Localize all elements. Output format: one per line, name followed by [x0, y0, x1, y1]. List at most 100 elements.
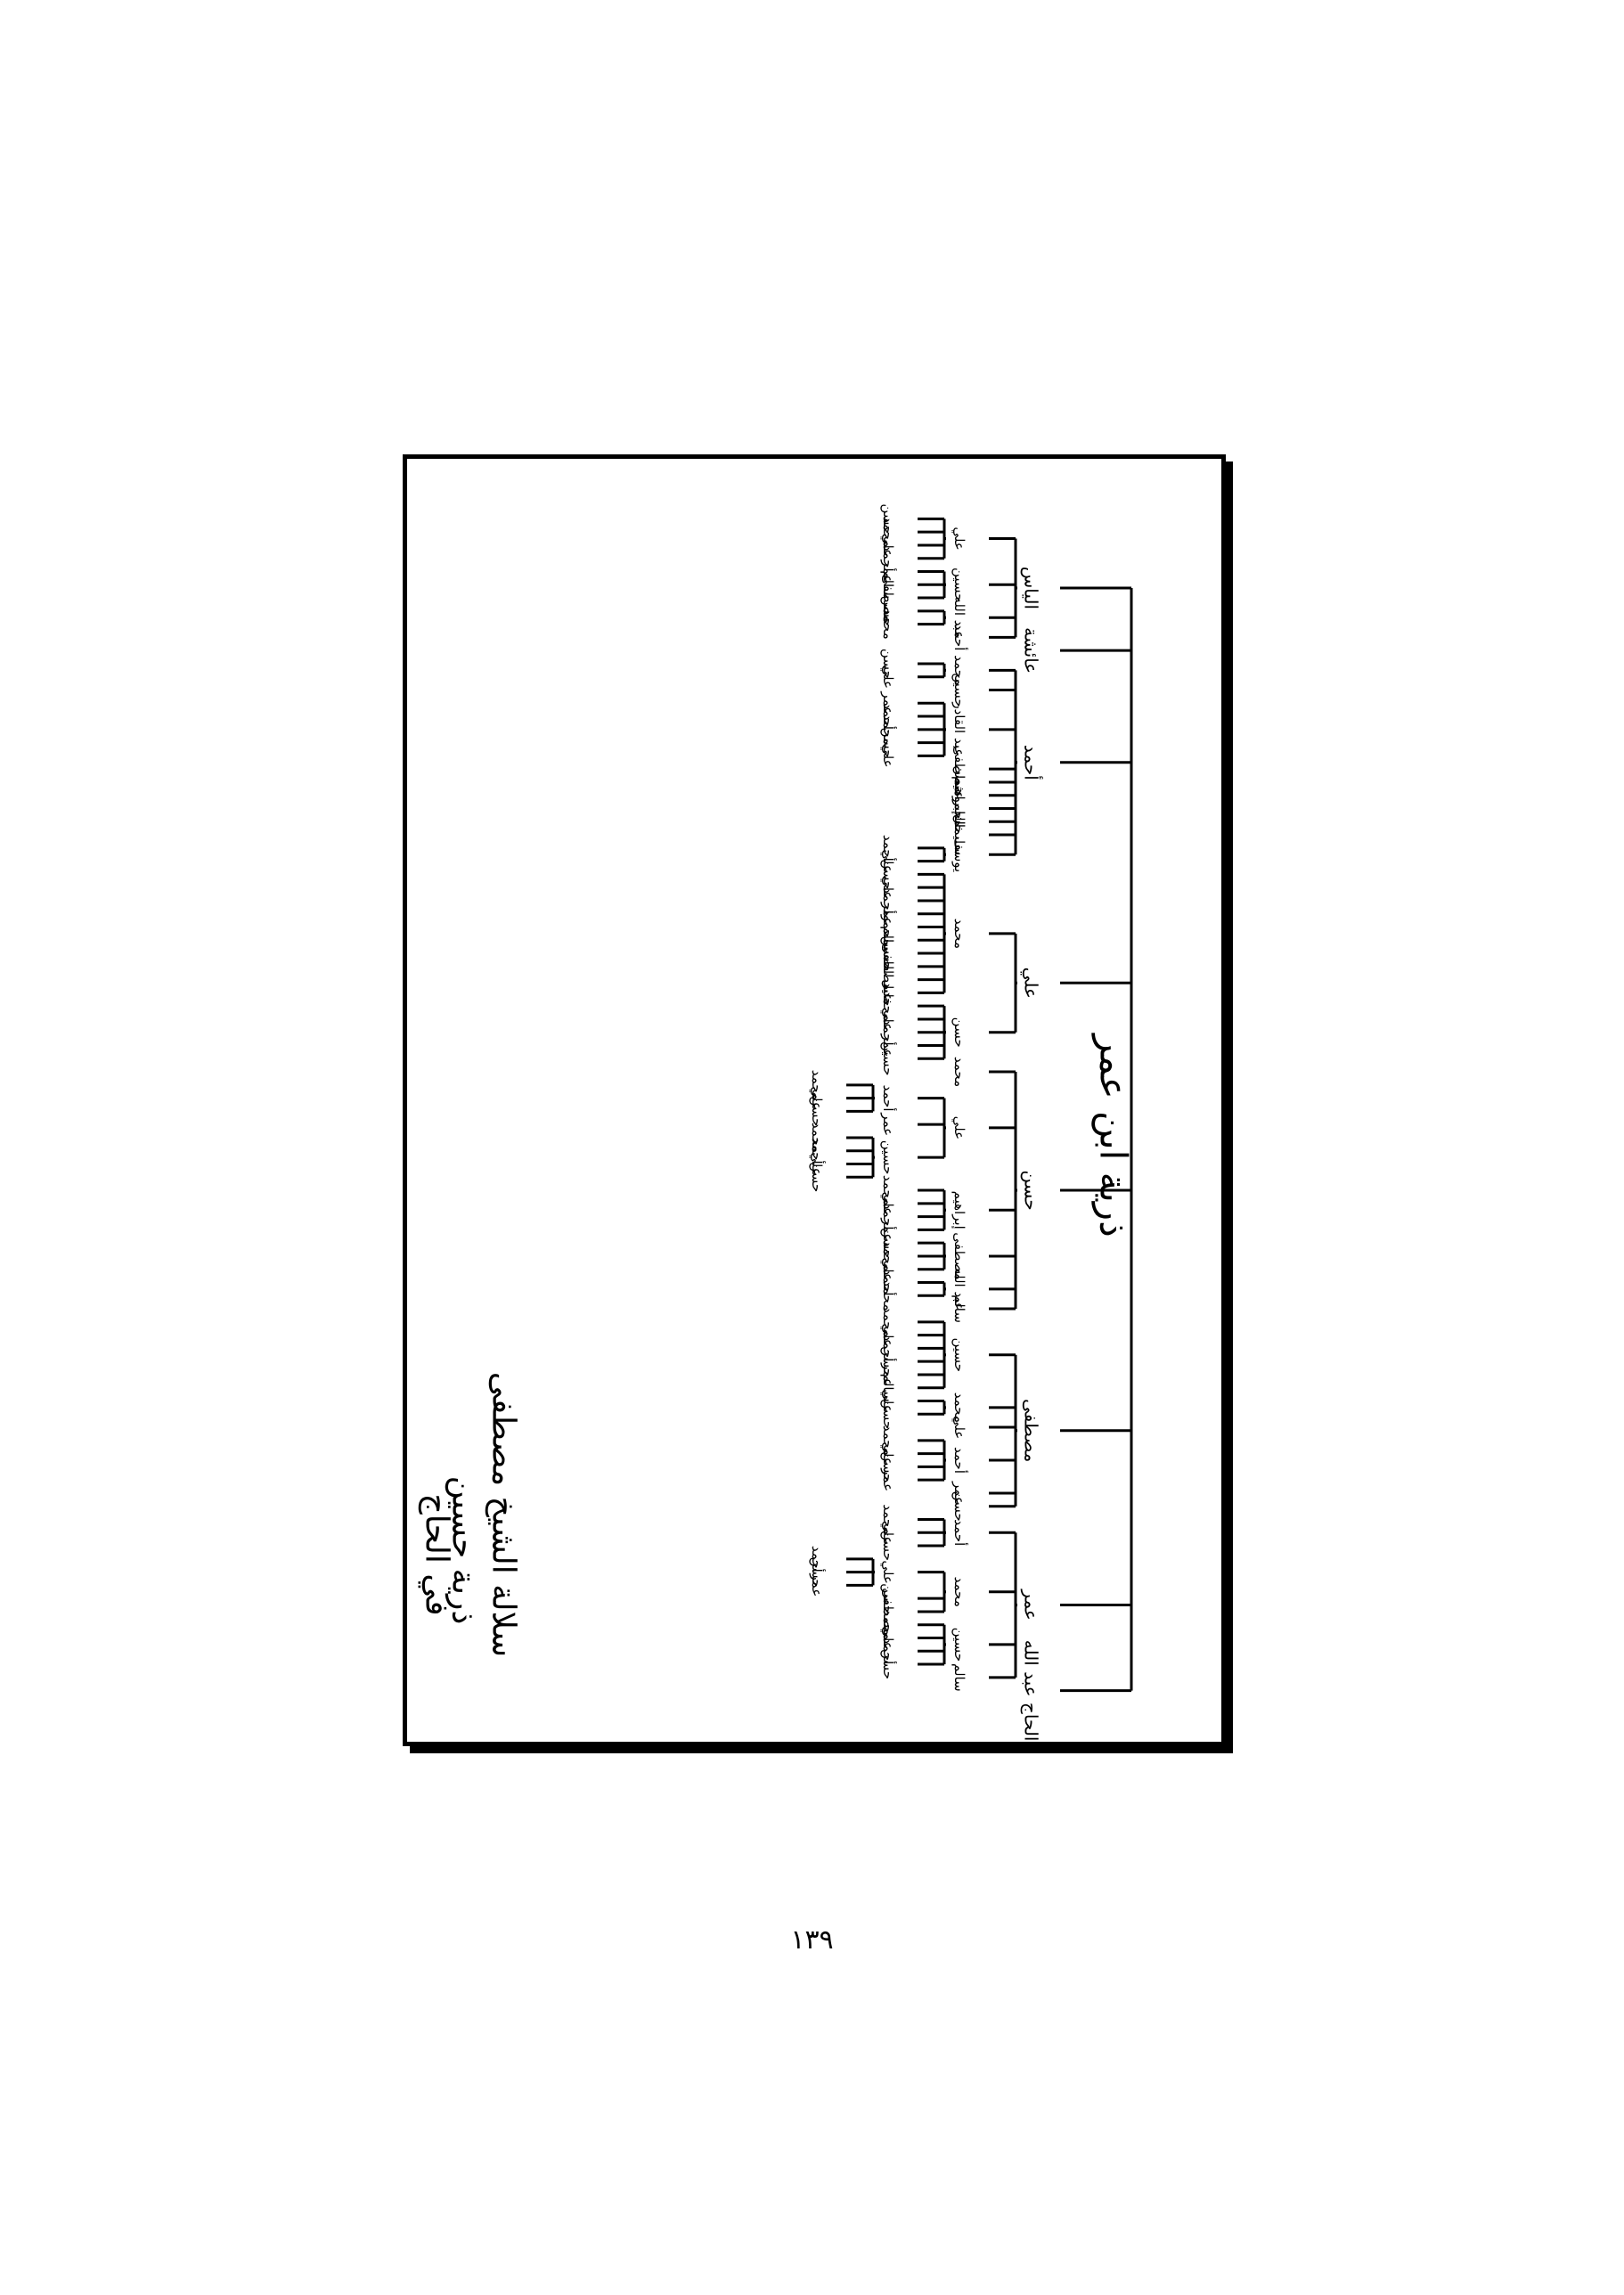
person-name: محمود — [951, 790, 967, 827]
person-name: محمد — [951, 919, 967, 949]
person-name: محمود — [880, 909, 896, 945]
person-name: علي — [880, 1258, 896, 1281]
person-name: علي — [880, 876, 896, 899]
person-name: مصطفى — [951, 745, 967, 792]
person-name: أحمد — [880, 1204, 897, 1230]
person-name: أحمد — [880, 1085, 897, 1112]
person-name: حسن — [880, 859, 896, 889]
person-name: أحمد — [880, 1638, 897, 1664]
person-name: محمد — [880, 1175, 896, 1205]
person-name: علي — [880, 1323, 896, 1346]
person-name: علي — [880, 1389, 896, 1412]
person-name: عمر — [880, 1217, 896, 1241]
person-name: خالد — [951, 810, 967, 833]
person-name: علي — [880, 744, 896, 767]
person-name: مصطفى — [951, 1232, 967, 1279]
person-name: عمر — [951, 1481, 967, 1505]
person-name: عمر — [880, 1362, 896, 1386]
person-name: علي — [880, 1008, 896, 1031]
person-name: حسين — [951, 568, 967, 602]
person-name: علي — [951, 1416, 967, 1439]
person-name: حسن — [880, 503, 896, 534]
person-name: علي — [951, 1116, 967, 1139]
person-name: أحمد — [951, 624, 968, 650]
person-name: حسين — [951, 1337, 967, 1372]
person-name: عبد الله — [951, 1268, 967, 1311]
person-name: علي — [880, 1626, 896, 1649]
person-name: علي — [880, 1521, 896, 1544]
person-name: حسن — [880, 596, 896, 626]
person-name: محمد — [880, 608, 896, 639]
person-name: محمد — [809, 1123, 825, 1153]
person-name: سالم — [880, 926, 896, 954]
person-name: محمد — [951, 1057, 967, 1087]
person-name: علي — [880, 849, 896, 872]
person-name: محمد — [951, 1393, 967, 1423]
person-name: عمر — [880, 1467, 896, 1491]
person-name: حسن — [809, 1557, 825, 1588]
person-name: حسن — [880, 1649, 896, 1679]
person-name: عبد الله — [880, 959, 896, 1001]
person-name: عمر — [1021, 1589, 1042, 1621]
person-name: محمد — [880, 1307, 896, 1337]
person-name: سليمان — [951, 814, 967, 855]
tree-title: ذرية ابن عمر — [1091, 1034, 1136, 1237]
person-name: حسن — [1021, 1170, 1042, 1210]
person-name: محمد — [951, 1577, 967, 1607]
person-name: مصطفى — [880, 943, 896, 990]
person-name: محمد — [951, 655, 967, 685]
person-name: عمر — [809, 1572, 825, 1597]
person-name: إبراهيم — [951, 776, 967, 814]
person-name: محمد — [880, 1425, 896, 1456]
person-name: حسن — [880, 649, 896, 679]
person-name: أحمد — [880, 887, 897, 914]
person-name: حسن — [951, 1017, 967, 1048]
person-name: خليل — [880, 979, 896, 1006]
person-name: علي — [951, 527, 967, 550]
person-name: سالم — [951, 1295, 967, 1323]
caption-line-3: في الحاج — [418, 1493, 455, 1616]
page-number: ١٣٩ — [790, 1924, 834, 1956]
person-name: مصطفى — [1021, 1399, 1042, 1462]
person-name: علي — [880, 534, 896, 557]
person-name: علي — [880, 1442, 896, 1465]
person-name: محمد — [880, 1280, 896, 1311]
person-name: عمر — [880, 559, 896, 584]
person-name: حسن — [880, 1228, 896, 1258]
person-name: حسن — [880, 1583, 896, 1613]
person-name: أحمد — [951, 1519, 968, 1546]
person-name: أحمد — [880, 1270, 897, 1296]
person-name: أحمد — [880, 835, 897, 862]
person-name: محمد — [880, 1241, 896, 1271]
person-name: عبد الله — [951, 596, 967, 639]
diagram-frame — [403, 454, 1226, 1746]
person-name: حسن — [951, 1491, 967, 1522]
person-name: محمد — [880, 517, 896, 547]
person-name: حسين — [880, 1140, 896, 1175]
person-name: حسن — [809, 1162, 825, 1192]
person-name: حسن — [880, 728, 896, 758]
person-name: محمد — [880, 1610, 896, 1640]
person-name: حسن — [880, 1399, 896, 1429]
person-name: عمر — [880, 902, 896, 926]
person-name: عمر — [880, 690, 896, 715]
person-name: عثمان — [951, 765, 967, 799]
person-name: حسن — [880, 1346, 896, 1376]
person-name: محمد — [880, 1504, 896, 1534]
person-name: مصطفى — [880, 1588, 896, 1635]
person-name: إبراهيم — [951, 1191, 967, 1229]
person-name: علي — [809, 1152, 825, 1175]
person-name: الحاج عبد الله — [1021, 1640, 1042, 1742]
person-name: يوسف — [951, 837, 967, 872]
person-name: حسين — [951, 1628, 967, 1662]
person-name: حسن — [880, 1531, 896, 1561]
person-name: أحمد — [1021, 745, 1044, 780]
person-name: حسين — [951, 673, 967, 707]
person-name: علي — [809, 1086, 825, 1109]
caption-line-1: سلالة الشيخ مصطفى — [485, 1371, 522, 1658]
person-name: عمر — [880, 1033, 896, 1058]
person-name: حسن — [880, 1451, 896, 1482]
person-name: سالم — [951, 1663, 967, 1692]
person-name: علي — [1021, 968, 1042, 999]
